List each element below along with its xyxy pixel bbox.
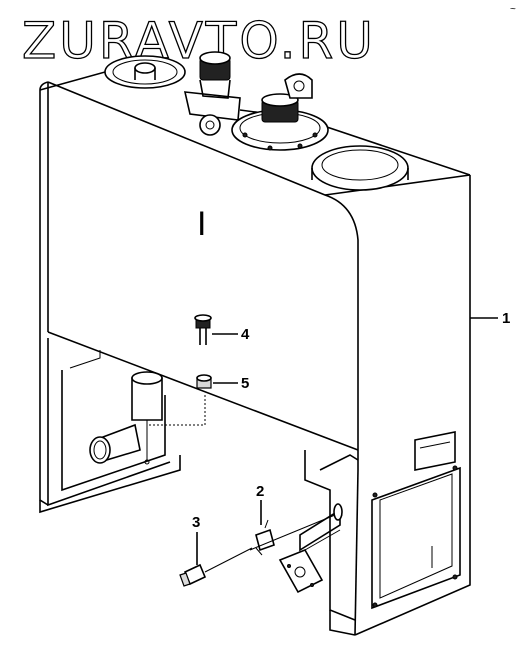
bolt-part-4 (194, 314, 212, 345)
svg-text:5: 5 (241, 375, 249, 392)
label-plate (414, 431, 456, 471)
tank-body (39, 71, 471, 636)
hose-clamp-part-2 (249, 514, 336, 556)
drain-assembly (278, 503, 343, 594)
svg-text:1: 1 (502, 310, 510, 327)
svg-text:2: 2 (256, 483, 264, 500)
svg-text:4: 4 (241, 326, 250, 343)
inspection-cover (371, 465, 461, 610)
washer-part-5 (196, 374, 212, 389)
callout-2: 2 (256, 483, 264, 525)
callout-1: 1 (470, 310, 510, 327)
callout-4: 4 (212, 326, 250, 343)
callout-5: 5 (213, 375, 249, 392)
callout-3: 3 (192, 514, 200, 565)
drain-fitting-part-3 (179, 547, 253, 587)
center-filter-housing (231, 73, 329, 151)
bolt-leader (148, 395, 206, 426)
svg-text:3: 3 (192, 514, 200, 531)
panel-mark: I (197, 205, 206, 243)
left-filler-cap (104, 55, 186, 89)
breather-valve (183, 51, 241, 136)
right-flange-ring (311, 145, 409, 191)
corner-mark: ~ (510, 4, 516, 15)
watermark: ZURAVTO.RU (22, 12, 376, 70)
suction-pipe (89, 371, 163, 465)
